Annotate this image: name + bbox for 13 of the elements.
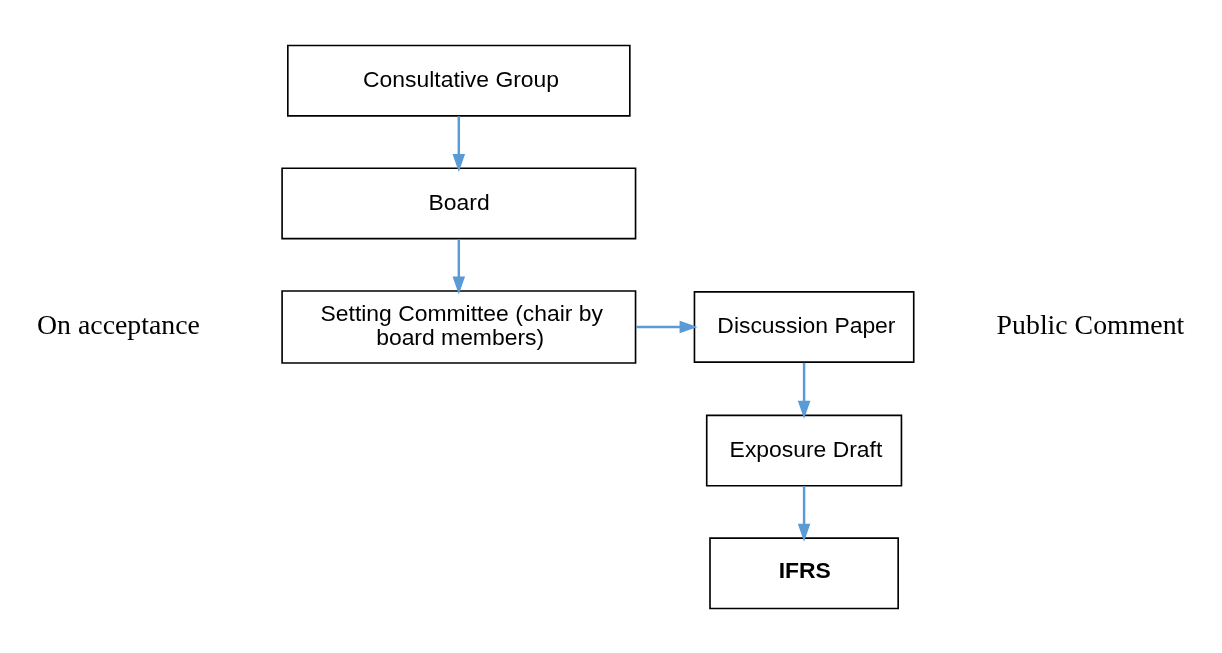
- arrow: [797, 485, 811, 542]
- node-box: IFRS: [709, 536, 899, 609]
- arrow: [797, 362, 811, 419]
- arrow: [452, 238, 466, 294]
- node-box: Exposure Draft: [705, 414, 903, 487]
- node-label: Public Comment: [996, 308, 1185, 340]
- label: On acceptance: [37, 308, 200, 340]
- node-box: Setting Committee (chair by board members): [281, 289, 637, 364]
- node-box: Consultative Group: [287, 44, 631, 117]
- arrow: [452, 115, 466, 172]
- arrow: [636, 320, 698, 333]
- node-box: Discussion Paper: [693, 290, 915, 363]
- node-box: Board: [281, 166, 637, 239]
